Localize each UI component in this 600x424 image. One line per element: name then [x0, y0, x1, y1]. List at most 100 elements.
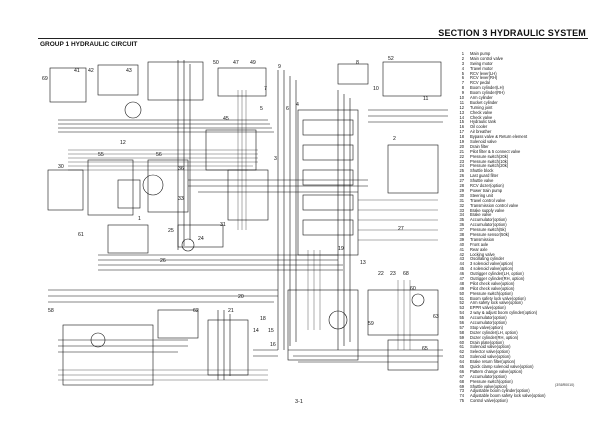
legend-text: Boom safety lock valve(option): [470, 295, 526, 301]
legend-text: Check valve: [470, 109, 493, 115]
legend-number: 63: [459, 354, 464, 360]
legend-number: 31: [459, 197, 464, 203]
callout-43: 43: [126, 68, 132, 74]
callout-12: 12: [120, 140, 126, 146]
drawing-code: (3S6R0010): [555, 383, 575, 387]
legend-text: Solenoid valve(option): [470, 344, 511, 350]
legend-text: Hydraulic tank: [470, 119, 496, 125]
legend-item: 6 RCV lever(RH): [454, 76, 596, 81]
callout-59: 59: [368, 321, 374, 327]
legend-number: 41: [459, 246, 464, 252]
legend-number: 3: [461, 60, 464, 66]
legend-text: Shuttle valve(option): [470, 383, 508, 389]
callout-60: 60: [410, 286, 416, 292]
callout-25: 25: [168, 228, 174, 234]
legend-text: Pressure switch(5k): [470, 227, 506, 233]
legend-number: 27: [459, 178, 464, 184]
legend-number: 26: [459, 173, 464, 179]
circle-components: [90, 101, 425, 348]
legend-text: Locking valve: [470, 251, 495, 257]
callout-68: 68: [403, 271, 409, 277]
legend-number: 45: [459, 266, 464, 272]
legend-number: 60: [459, 339, 464, 345]
legend-item: 37 Pressure switch(5k): [454, 227, 596, 233]
legend-number: 37: [459, 227, 464, 233]
legend-number: 21: [459, 148, 464, 154]
callout-10: 10: [373, 86, 379, 92]
legend-text: Boom cylinder(LH): [470, 85, 504, 91]
legend-text: Steering unit: [470, 192, 493, 198]
legend-text: Control valve(option): [470, 398, 508, 404]
legend-text: Pattern change valve(option): [470, 368, 523, 374]
callout-55: 55: [98, 152, 104, 158]
legend-item: 66 Pattern change valve(option): [454, 368, 596, 375]
thin-lines: [58, 90, 438, 381]
legend-number: 25: [459, 168, 464, 174]
legend-text: Adjustable boom cylinder(option): [470, 388, 530, 394]
callout-8: 8: [356, 60, 359, 66]
callout-11: 11: [423, 96, 428, 102]
legend-number: 15: [459, 119, 464, 125]
legend-text: Selector valve(option): [470, 349, 510, 355]
callout-31: 31: [220, 222, 226, 228]
legend-number: 2: [461, 55, 464, 61]
legend-text: Power train pump: [470, 187, 503, 193]
callout-65: 65: [422, 346, 428, 352]
legend-number: 23: [459, 158, 464, 164]
legend-number: 49: [459, 285, 464, 291]
legend-text: RCV dozer(option): [470, 183, 504, 189]
legend-number: 18: [459, 134, 464, 140]
legend-number: 38: [459, 231, 464, 237]
legend-number: 54: [459, 310, 464, 316]
callout-26: 26: [160, 258, 166, 264]
legend-text: Dozer cylinder(LH, option): [470, 329, 518, 335]
legend-text: RCV lever(RH): [470, 75, 498, 81]
legend-text: Pilot check valve(option): [470, 280, 515, 286]
legend-text: Front axle: [470, 241, 489, 247]
legend-number: 55: [459, 315, 464, 321]
legend-number: 22: [459, 153, 464, 159]
legend-number: 66: [459, 368, 464, 374]
legend-text: EPPR valve(option): [470, 305, 506, 311]
callout-6: 6: [286, 106, 289, 112]
callout-62: 62: [193, 308, 199, 314]
legend-text: Travel control valve: [470, 197, 506, 203]
legend-number: 40: [459, 241, 464, 247]
callout-16: 16: [270, 342, 276, 348]
legend-text: Air breather: [470, 129, 492, 135]
components: [47, 61, 442, 386]
legend-text: Pressure switch(option): [470, 378, 513, 384]
callout-61: 61: [78, 232, 84, 238]
legend-number: 50: [459, 290, 464, 296]
legend-text: Main pump: [470, 51, 491, 56]
legend-text: Adjustable boom safety lock valve(option…: [470, 393, 546, 399]
legend-text: Brake valve: [470, 212, 492, 218]
legend-number: 6: [461, 75, 464, 81]
legend-text: Pressure switch(20k): [470, 163, 509, 169]
legend-item: 40 Front axle: [454, 241, 596, 248]
